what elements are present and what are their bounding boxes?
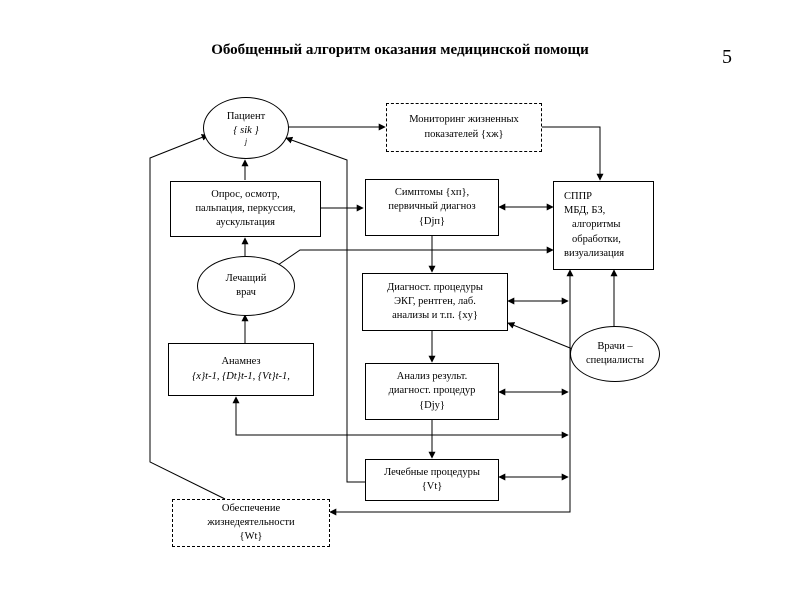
patient-label: Пациент [226, 111, 266, 123]
monitoring-line1: Мониторинг жизненных [409, 114, 519, 126]
patient-index: j [244, 136, 248, 146]
analysis-line3: {Djу} [419, 399, 445, 411]
arrow-specialists-diag [507, 322, 581, 353]
analysis-line2: диагност. процедур [388, 385, 476, 397]
life-support-node: Обеспечение жизнедеятельности {Wt} [172, 499, 330, 547]
doctor-line2: врач [236, 287, 256, 298]
diag-line2: ЭКГ, рентген, лаб. [394, 295, 476, 307]
treatment-line2: {Vt} [421, 481, 443, 492]
specialists-node: Врачи – специалисты [570, 326, 660, 382]
symptoms-line3: {Djп} [418, 215, 446, 227]
monitoring-line2: показателей {xж} [424, 128, 504, 140]
treatment-node: Лечебные процедуры {Vt} [365, 459, 499, 501]
arrow-anamnesis-sppr [232, 396, 569, 439]
patient-node: Пациент { sik } j [203, 97, 289, 159]
anamnesis-line2: {x}t-1, {Dt}t-1, {Vt}t-1, [192, 370, 290, 382]
survey-node: Опрос, осмотр, пальпация, перкуссия, аус… [170, 181, 321, 237]
arrow-monitoring-sppr [542, 126, 604, 181]
treatment-line1: Лечебные процедуры [384, 466, 480, 478]
monitoring-node: Мониторинг жизненных показателей {xж} [386, 103, 542, 152]
analysis-node: Анализ результ. диагност. процедур {Djу} [365, 363, 499, 420]
symptoms-line1: Симптомы {xп}, [394, 187, 470, 199]
arrow-sppr-lifesupport [329, 478, 571, 516]
sppr-line4: обработки, [572, 233, 621, 245]
specialists-line2: специалисты [585, 355, 645, 366]
page-number: 5 [722, 46, 732, 68]
symptoms-line2: первичный диагноз [388, 201, 476, 213]
life-support-line3: {Wt} [239, 531, 263, 543]
arrow-lifesupport-patient [149, 134, 226, 500]
sppr-line5: визуализация [564, 247, 625, 259]
doctor-line1: Лечащий [225, 273, 267, 285]
sppr-line2: МБД, БЗ, [564, 205, 606, 217]
sppr-line3: алгоритмы [572, 219, 621, 231]
arrow-doctor-sppr [277, 246, 554, 266]
diag-procedures-node: Диагност. процедуры ЭКГ, рентген, лаб. а… [362, 273, 508, 331]
specialists-line1: Врачи – [597, 341, 633, 353]
diag-line1: Диагност. процедуры [387, 281, 483, 293]
diag-line3: анализы и т.п. {xу} [392, 310, 478, 322]
life-support-line1: Обеспечение [221, 502, 281, 514]
symptoms-node: Симптомы {xп}, первичный диагноз {Djп} [365, 179, 499, 236]
survey-line2: пальпация, перкуссия, [195, 202, 296, 214]
sppr-line1: СППР [564, 191, 593, 203]
page-title: Обобщенный алгоритм оказания медицинской… [211, 42, 589, 58]
anamnesis-line1: Анамнез [221, 356, 261, 368]
doctor-node: Лечащий врач [197, 256, 295, 316]
arrow-treatment-patient [285, 136, 365, 483]
survey-line1: Опрос, осмотр, [211, 188, 280, 200]
anamnesis-node: Анамнез {x}t-1, {Dt}t-1, {Vt}t-1, [168, 343, 314, 396]
patient-set: { sik } [233, 125, 259, 136]
sppr-node: СППР МБД, БЗ, алгоритмы обработки, визуа… [553, 181, 654, 270]
survey-line3: аускультация [216, 217, 275, 229]
life-support-line2: жизнедеятельности [207, 516, 295, 528]
analysis-line1: Анализ результ. [396, 371, 468, 383]
